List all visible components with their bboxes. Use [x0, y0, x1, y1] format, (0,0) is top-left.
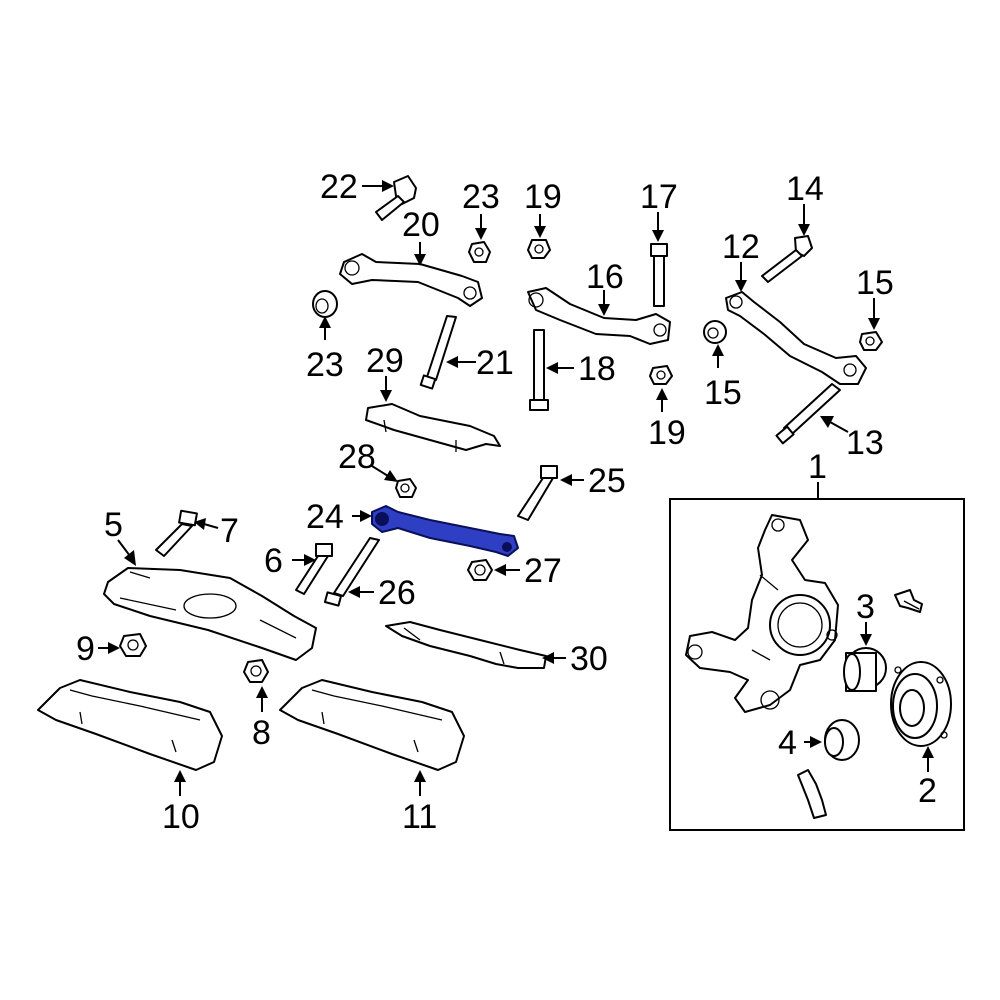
callout-23-lower: 23 — [306, 346, 344, 384]
control-arm-24-highlighted[interactable] — [371, 505, 519, 557]
nut-23-upper[interactable] — [468, 241, 491, 263]
callout-19-lower: 19 — [648, 414, 686, 452]
inset-bolt[interactable] — [894, 589, 923, 613]
callout-labels: 1 2 3 4 5 6 7 8 9 10 11 12 13 14 15 15 1… — [76, 168, 937, 836]
callout-23-upper: 23 — [462, 178, 500, 216]
callout-16: 16 — [586, 258, 624, 296]
control-arm-12[interactable] — [725, 291, 867, 385]
callout-27: 27 — [524, 552, 562, 590]
nut-15-right[interactable] — [859, 331, 883, 351]
bolt-18[interactable] — [529, 329, 549, 411]
callout-24: 24 — [306, 498, 344, 536]
callout-20: 20 — [402, 206, 440, 244]
bolt-7[interactable] — [155, 509, 198, 557]
callout-12: 12 — [722, 228, 760, 266]
knuckle-inset-box — [669, 482, 965, 831]
callout-13: 13 — [846, 424, 884, 462]
steering-knuckle[interactable] — [685, 514, 839, 713]
callout-30: 30 — [570, 640, 608, 678]
bolt-22[interactable] — [375, 175, 417, 221]
callout-4: 4 — [778, 724, 797, 762]
panel-30[interactable] — [385, 621, 547, 669]
leader-lines — [98, 180, 934, 796]
bushing-3[interactable] — [843, 647, 887, 692]
callout-2: 2 — [918, 772, 937, 810]
callout-5: 5 — [104, 506, 123, 544]
callout-3: 3 — [856, 588, 875, 626]
control-arm-20[interactable] — [339, 253, 483, 307]
callout-14: 14 — [786, 170, 824, 208]
callout-25: 25 — [588, 462, 626, 500]
callout-21: 21 — [476, 344, 514, 382]
nut-9[interactable] — [119, 633, 147, 657]
callout-6: 6 — [264, 542, 283, 580]
bolt-21[interactable] — [419, 315, 457, 390]
callout-9: 9 — [76, 630, 95, 668]
callout-17: 17 — [640, 178, 678, 216]
nut-19-upper[interactable] — [527, 239, 551, 259]
callout-7: 7 — [220, 512, 239, 550]
abs-sensor[interactable] — [797, 769, 827, 819]
callout-18: 18 — [578, 350, 616, 388]
callout-28: 28 — [338, 438, 376, 476]
shield-11[interactable] — [279, 679, 465, 771]
bolt-13[interactable] — [775, 383, 841, 445]
bolt-6[interactable] — [295, 543, 333, 595]
nut-19-lower[interactable] — [649, 365, 673, 385]
callout-26: 26 — [378, 574, 416, 612]
callout-15-right: 15 — [856, 264, 894, 302]
callout-22: 22 — [320, 168, 358, 206]
callout-15-left: 15 — [704, 374, 742, 412]
bolt-14[interactable] — [761, 235, 813, 283]
hub-bearing[interactable] — [890, 661, 952, 747]
shield-10[interactable] — [37, 679, 223, 771]
bushing-4[interactable] — [824, 719, 860, 761]
nut-28[interactable] — [395, 478, 417, 498]
callout-19-upper: 19 — [524, 178, 562, 216]
nut-23-lower[interactable] — [312, 290, 338, 318]
nut-15-left[interactable] — [703, 320, 727, 344]
callout-1: 1 — [808, 448, 827, 486]
callout-11: 11 — [402, 798, 437, 836]
nut-8[interactable] — [243, 659, 269, 683]
nut-27[interactable] — [467, 559, 493, 581]
bolt-26[interactable] — [323, 537, 380, 607]
control-arm-16[interactable] — [527, 287, 671, 345]
bolt-17[interactable] — [650, 243, 668, 307]
callout-29: 29 — [366, 342, 404, 380]
callout-8: 8 — [252, 714, 271, 752]
callout-10: 10 — [162, 798, 200, 836]
lower-control-arm-5[interactable] — [103, 567, 317, 661]
bolt-25[interactable] — [517, 465, 558, 521]
bracket-29[interactable] — [365, 403, 501, 452]
